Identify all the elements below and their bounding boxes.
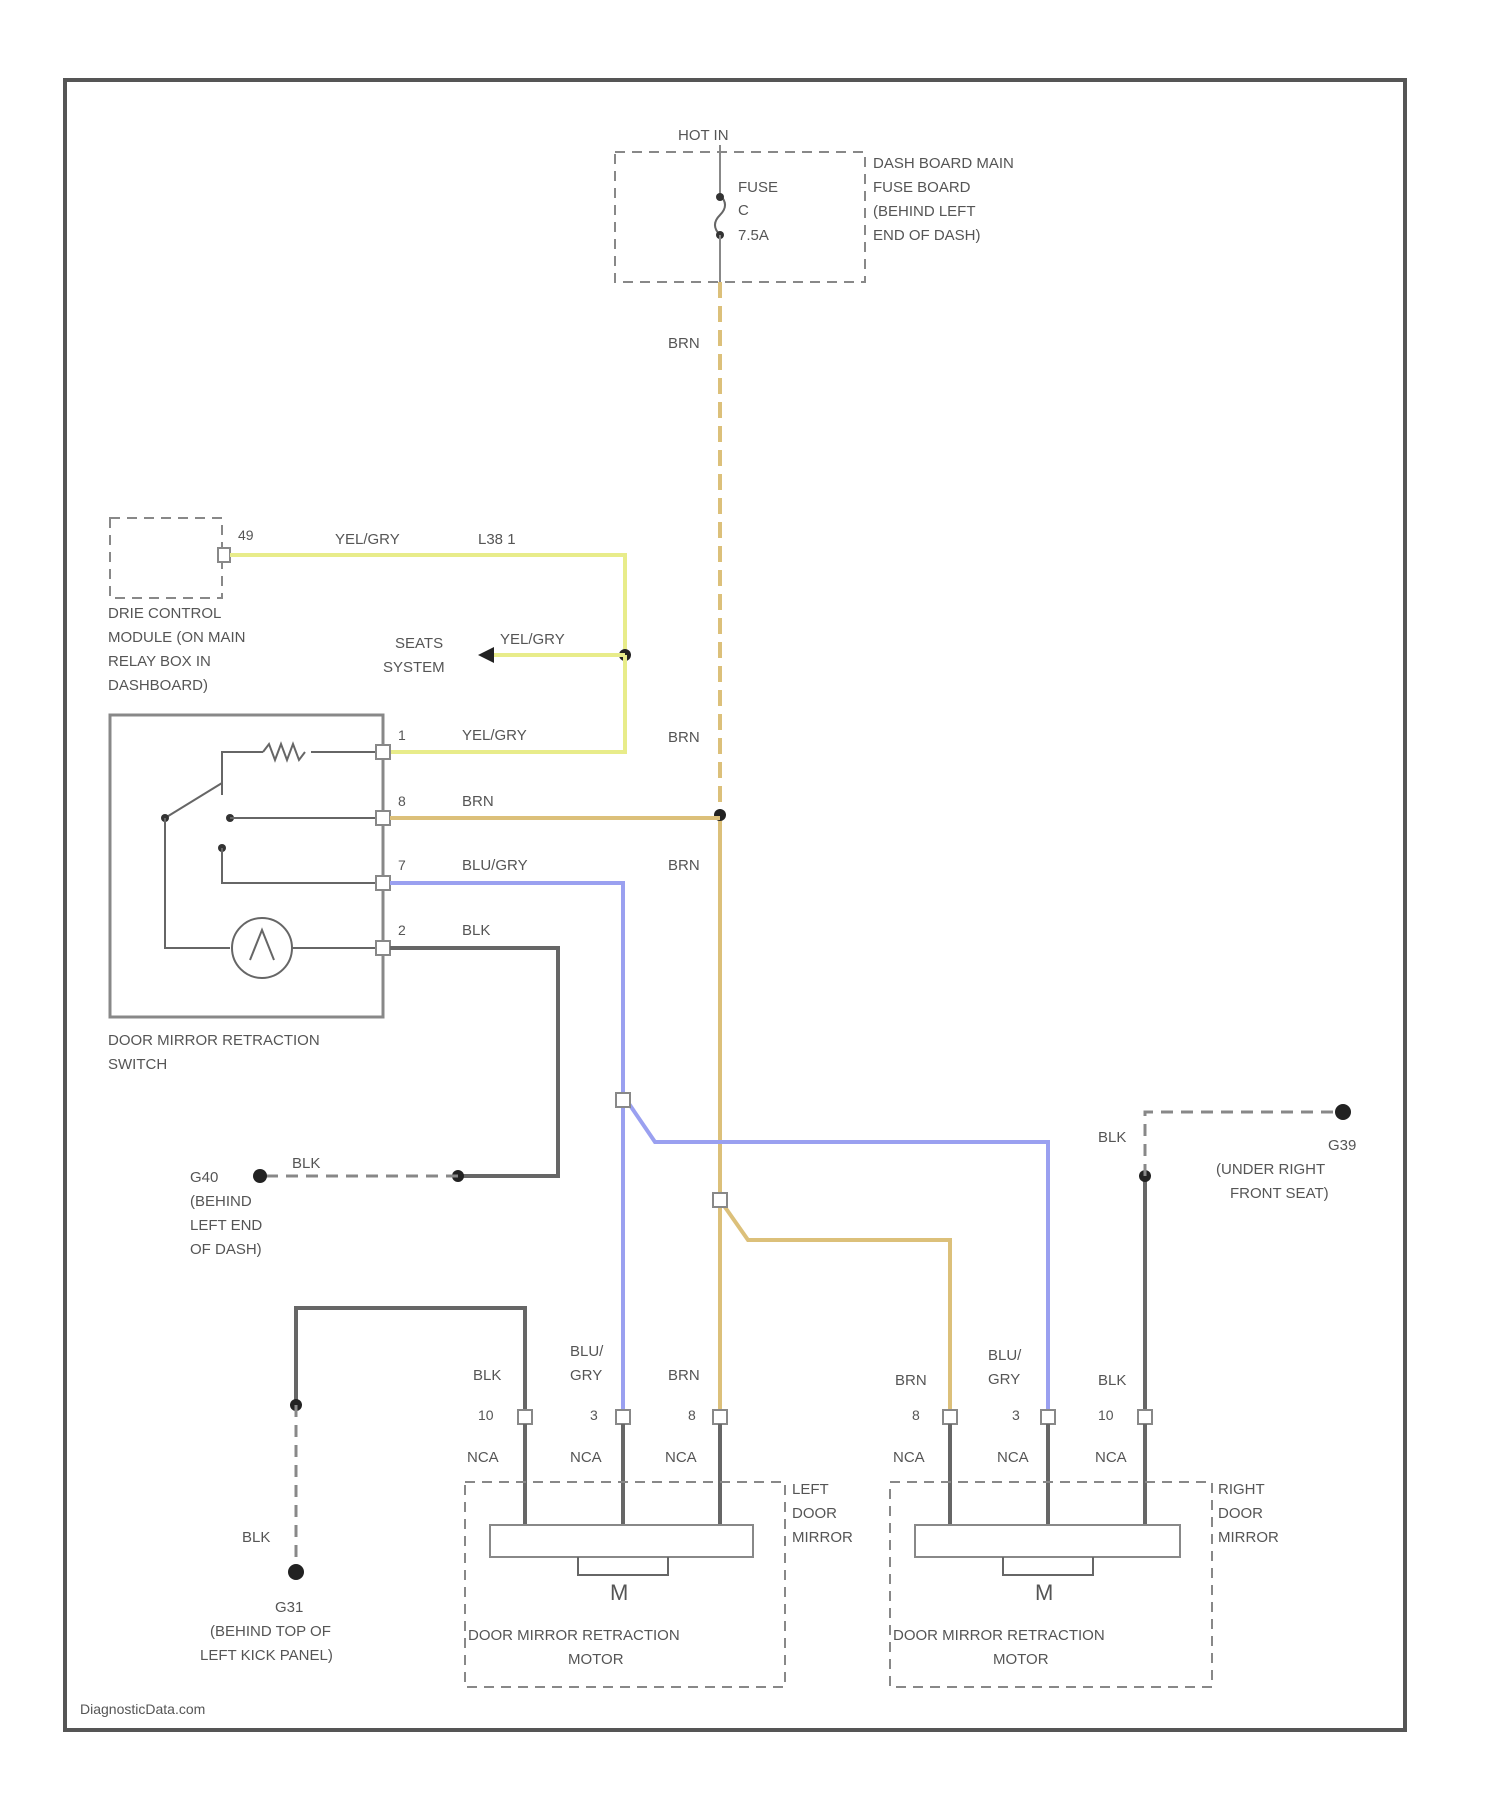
g40-label: G40 (BEHIND LEFT END OF DASH) bbox=[190, 1169, 266, 1258]
module-block: 49 DRIE CONTROL MODULE (ON MAIN RELAY BO… bbox=[108, 518, 631, 752]
fuse-rating: 7.5A bbox=[738, 227, 769, 244]
brn-trunk: BRN BRN BRN bbox=[668, 282, 950, 1410]
fuse-terminal-top bbox=[716, 193, 724, 201]
brn-label-mid: BRN bbox=[668, 729, 700, 746]
switch-lever bbox=[165, 783, 222, 818]
brn-label-top: BRN bbox=[668, 335, 700, 352]
g40-ground-icon bbox=[253, 1169, 267, 1183]
switch-pin-2 bbox=[376, 941, 390, 955]
switch-name: DOOR MIRROR RETRACTION SWITCH bbox=[108, 1032, 324, 1073]
left-conn-nca-1: NCA bbox=[467, 1449, 499, 1466]
brn-branch-connector bbox=[713, 1193, 727, 1207]
blugry-branch-connector bbox=[616, 1093, 630, 1107]
switch-lamp-icon bbox=[232, 918, 292, 978]
right-wire-color-blk: BLK bbox=[1098, 1372, 1126, 1389]
blugry-right-branch bbox=[623, 1095, 1048, 1410]
brn-label-low: BRN bbox=[668, 857, 700, 874]
blk-switch-ground-wire bbox=[390, 948, 558, 1176]
switch-pin-label-7: 7 bbox=[398, 857, 406, 873]
module-name: DRIE CONTROL MODULE (ON MAIN RELAY BOX I… bbox=[108, 605, 250, 694]
left-conn-pin-8 bbox=[713, 1410, 727, 1424]
switch-wire-color-2: BLK bbox=[462, 922, 490, 939]
left-motor-bar bbox=[490, 1525, 753, 1557]
blk-left-mirror-wire bbox=[296, 1308, 525, 1410]
left-pin-8: 8 bbox=[688, 1407, 696, 1423]
right-conn-nca-2: NCA bbox=[997, 1449, 1029, 1466]
fuse-number: C bbox=[738, 202, 749, 219]
watermark: DiagnosticData.com bbox=[80, 1701, 205, 1717]
right-motor-bracket bbox=[1003, 1557, 1093, 1575]
left-motor-bracket bbox=[578, 1557, 668, 1575]
switch-pin-label-2: 2 bbox=[398, 922, 406, 938]
retraction-switch: 1 8 7 2 YEL/GRY BRN BLU/GRY BLK DOOR MIR… bbox=[108, 715, 720, 1073]
right-conn-nca-1: NCA bbox=[893, 1449, 925, 1466]
g31-wire-color: BLK bbox=[242, 1529, 270, 1546]
right-motor-icon: M bbox=[1035, 1580, 1053, 1605]
switch-pin-7 bbox=[376, 876, 390, 890]
g31-label: G31 (BEHIND TOP OF LEFT KICK PANEL) bbox=[200, 1599, 335, 1664]
right-conn-pin-8 bbox=[943, 1410, 957, 1424]
ground-g40: BLK G40 (BEHIND LEFT END OF DASH) bbox=[190, 948, 558, 1258]
g39-label: G39 (UNDER RIGHT FRONT SEAT) bbox=[1216, 1137, 1361, 1202]
module-wire-color: YEL/GRY bbox=[335, 531, 400, 548]
right-conn-nca-3: NCA bbox=[1095, 1449, 1127, 1466]
switch-internal-top bbox=[222, 752, 263, 795]
left-motor-name: DOOR MIRROR RETRACTION MOTOR bbox=[468, 1627, 684, 1668]
right-motor-name: DOOR MIRROR RETRACTION MOTOR bbox=[893, 1627, 1109, 1668]
ground-g31: BLK G31 (BEHIND TOP OF LEFT KICK PANEL) bbox=[200, 1308, 525, 1664]
hot-in-label: HOT IN bbox=[678, 127, 729, 144]
switch-pin-label-1: 1 bbox=[398, 727, 406, 743]
module-box bbox=[110, 518, 222, 598]
fuse-board-location: DASH BOARD MAIN FUSE BOARD (BEHIND LEFT … bbox=[873, 155, 1018, 244]
left-motor-icon: M bbox=[610, 1580, 628, 1605]
right-pin-3: 3 bbox=[1012, 1407, 1020, 1423]
switch-wire-color-1: YEL/GRY bbox=[462, 727, 527, 744]
switch-pin-1 bbox=[376, 745, 390, 759]
left-wire-color-blk: BLK bbox=[473, 1367, 501, 1384]
right-pin-10: 10 bbox=[1098, 1407, 1114, 1423]
g31-ground-icon bbox=[288, 1564, 304, 1580]
left-wire-color-brn: BRN bbox=[668, 1367, 700, 1384]
left-wire-color-blugry: BLU/ GRY bbox=[570, 1343, 608, 1384]
switch-wire-color-8: BRN bbox=[462, 793, 494, 810]
switch-wire-color-7: BLU/GRY bbox=[462, 857, 528, 874]
fuse-name: FUSE bbox=[738, 179, 778, 196]
left-mirror-title: LEFT DOOR MIRROR bbox=[792, 1481, 853, 1546]
left-pin-3: 3 bbox=[590, 1407, 598, 1423]
left-conn-pin-3 bbox=[616, 1410, 630, 1424]
switch-pin-label-8: 8 bbox=[398, 793, 406, 809]
g39-wire-color: BLK bbox=[1098, 1129, 1126, 1146]
switch-pin-8 bbox=[376, 811, 390, 825]
module-pin-label: 49 bbox=[238, 527, 254, 543]
switch-resistor bbox=[263, 744, 305, 760]
right-wire-color-blugry: BLU/ GRY bbox=[988, 1347, 1026, 1388]
blugry-wire-main bbox=[390, 883, 623, 1410]
left-conn-pin-10 bbox=[518, 1410, 532, 1424]
module-wire-code: L38 1 bbox=[478, 531, 516, 548]
left-conn-nca-2: NCA bbox=[570, 1449, 602, 1466]
switch-box bbox=[110, 715, 383, 1017]
module-pin-49 bbox=[218, 548, 230, 562]
right-mirror-title: RIGHT DOOR MIRROR bbox=[1218, 1481, 1279, 1546]
right-conn-pin-10 bbox=[1138, 1410, 1152, 1424]
fuse-board: HOT IN FUSE C 7.5A DASH BOARD MAIN FUSE … bbox=[615, 127, 1018, 282]
right-pin-8: 8 bbox=[912, 1407, 920, 1423]
seats-system-label: SEATS SYSTEM bbox=[383, 635, 447, 676]
switch-internal-low bbox=[222, 848, 376, 883]
right-conn-pin-3 bbox=[1041, 1410, 1055, 1424]
switch-lamp-filament bbox=[250, 930, 274, 960]
ground-g39: BLK G39 (UNDER RIGHT FRONT SEAT) bbox=[1098, 1104, 1361, 1410]
g40-wire-color: BLK bbox=[292, 1155, 320, 1172]
left-conn-nca-3: NCA bbox=[665, 1449, 697, 1466]
switch-internal-ground bbox=[165, 818, 230, 948]
right-wire-color-brn: BRN bbox=[895, 1372, 927, 1389]
seats-wire-color: YEL/GRY bbox=[500, 631, 565, 648]
seats-arrow bbox=[478, 647, 494, 663]
right-motor-bar bbox=[915, 1525, 1180, 1557]
left-pin-10: 10 bbox=[478, 1407, 494, 1423]
g39-ground-icon bbox=[1335, 1104, 1351, 1120]
